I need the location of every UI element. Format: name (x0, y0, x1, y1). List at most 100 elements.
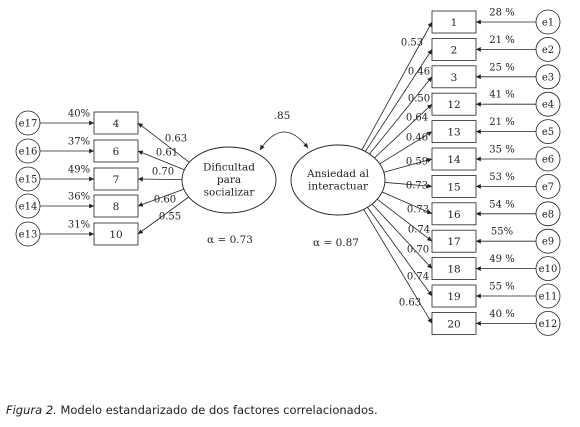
factor-label-1: para (217, 174, 241, 186)
loading-value: 0.59 (406, 157, 428, 168)
factor-label-2: interactuar (308, 180, 369, 192)
factor-alpha-1: α = 0.73 (207, 234, 253, 246)
error-label: e10 (539, 264, 558, 275)
error-circle (535, 119, 561, 145)
error-circle (15, 193, 41, 219)
item-box (431, 311, 477, 335)
loading-value: 0.46 (406, 133, 428, 144)
loading-arrow (137, 122, 191, 164)
error-label: e17 (19, 119, 38, 130)
loading-value: 0.64 (406, 113, 428, 124)
item-label: 3 (451, 72, 458, 84)
loading-value: 0.74 (408, 225, 430, 236)
item-label: 18 (447, 264, 460, 276)
loading-arrow (361, 21, 433, 151)
item-box (431, 229, 477, 253)
loading-value: 0.70 (152, 167, 174, 178)
error-label: e16 (19, 147, 38, 158)
r2-value: 40 % (489, 309, 514, 320)
item-label: 8 (113, 201, 120, 213)
factor-label-1: socializar (204, 187, 256, 199)
error-circle (15, 110, 41, 136)
loading-arrow (381, 191, 433, 215)
item-label: 14 (447, 154, 461, 166)
loading-arrow (378, 131, 433, 165)
r2-value: 40% (68, 109, 90, 120)
loading-arrow (137, 188, 185, 207)
error-label: e14 (19, 202, 38, 213)
loading-value: 0.63 (165, 134, 187, 145)
error-circle (535, 173, 561, 199)
error-label: e15 (19, 175, 38, 186)
error-circle (535, 9, 561, 35)
error-circle (535, 146, 561, 172)
item-label: 20 (447, 318, 460, 330)
item-box (93, 111, 139, 135)
item-label: 10 (109, 229, 122, 241)
item-label: 19 (447, 291, 460, 303)
r2-value: 28 % (489, 8, 514, 19)
r2-value: 37% (68, 137, 90, 148)
loading-arrow (362, 208, 433, 324)
loading-arrow (383, 181, 433, 189)
loading-value: 0.70 (407, 245, 429, 256)
item-label: 17 (447, 236, 460, 248)
error-circle (15, 221, 41, 247)
error-label: e12 (539, 319, 558, 330)
item-box (431, 92, 477, 116)
error-label: e2 (542, 45, 554, 56)
correlation-value: .85 (274, 110, 291, 122)
loading-arrow (382, 157, 433, 173)
item-label: 16 (447, 209, 461, 221)
r2-value: 41 % (489, 90, 514, 101)
r2-value: 49% (68, 165, 90, 176)
item-box (431, 120, 477, 143)
item-label: 1 (451, 17, 458, 29)
loading-arrow (364, 49, 433, 153)
factor-label-1: Dificultad (203, 162, 255, 174)
correlation-arrow (259, 131, 309, 151)
error-label: e11 (539, 292, 558, 303)
loading-arrow (371, 203, 433, 269)
r2-value: 54 % (489, 199, 514, 210)
loading-value: 0.73 (407, 205, 429, 216)
item-box (93, 167, 139, 191)
error-circle (15, 138, 41, 164)
loading-value: 0.73 (406, 181, 428, 192)
loading-value: 0.50 (408, 94, 430, 105)
item-box (431, 65, 477, 89)
error-label: e1 (542, 18, 554, 29)
item-box (431, 147, 477, 171)
error-label: e5 (542, 127, 554, 138)
item-box (93, 194, 139, 218)
item-box (431, 202, 477, 226)
r2-value: 55% (491, 227, 513, 238)
loading-value: 0.60 (154, 195, 176, 206)
item-label: 15 (447, 181, 460, 193)
error-label: e4 (542, 100, 554, 111)
loading-arrow (137, 150, 186, 171)
loading-value: 0.55 (159, 212, 181, 223)
figure-caption: Figura 2. Modelo estandarizado de dos fa… (6, 403, 378, 417)
loading-arrow (137, 196, 190, 235)
factor-ellipse-2 (290, 144, 386, 216)
factor-alpha-2: α = 0.87 (313, 237, 359, 249)
caption-label: Figura 2. (6, 403, 57, 417)
error-label: e6 (542, 155, 554, 166)
error-circle (535, 310, 561, 336)
loading-arrow (373, 103, 433, 159)
item-box (93, 222, 139, 246)
error-circle (535, 91, 561, 117)
error-circle (535, 37, 561, 62)
loading-value: 0.53 (401, 38, 423, 49)
error-circle (15, 166, 41, 192)
factor-ellipse-1 (181, 146, 277, 214)
error-circle (535, 201, 561, 227)
loading-value: 0.61 (156, 148, 178, 159)
error-circle (535, 64, 561, 90)
r2-value: 21 % (489, 35, 514, 46)
loading-value: 0.63 (399, 298, 421, 309)
error-circle (535, 283, 561, 309)
